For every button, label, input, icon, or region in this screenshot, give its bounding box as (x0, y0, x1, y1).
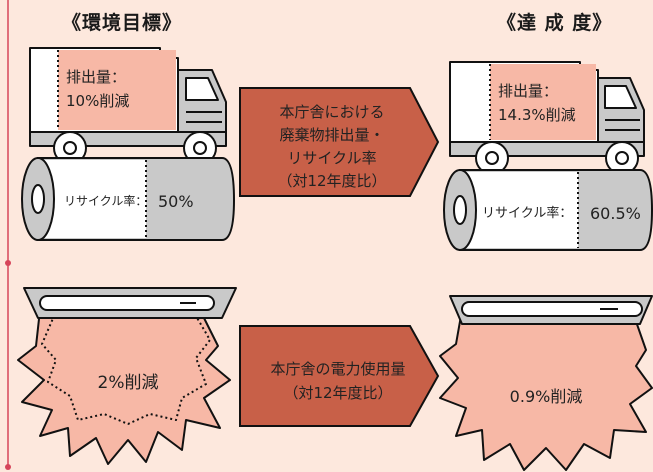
frame-line (5, 0, 11, 470)
paper-roll-target-icon (21, 157, 236, 241)
electricity-arrow-line2: （対12年度比） (283, 384, 392, 402)
paper-roll-achieved-icon (443, 169, 653, 251)
waste-arrow-line2: 廃棄物排出量・ (279, 126, 384, 144)
achieved-emission-label: 排出量： (498, 82, 558, 100)
truck-achieved-icon (449, 61, 645, 175)
target-electricity-value: 2%削減 (98, 373, 159, 393)
target-emission-label: 排出量： (66, 68, 126, 86)
achievement-heading: 《達 成 度》 (497, 12, 613, 34)
electricity-arrow (239, 325, 440, 427)
target-heading: 《環境目標》 (62, 12, 183, 34)
target-emission-value: 10%削減 (66, 92, 129, 110)
achieved-recycle-label: リサイクル率： (482, 205, 572, 221)
target-recycle-label: リサイクル率： (64, 193, 147, 208)
target-recycle-value: 50% (158, 192, 194, 211)
waste-arrow-line4: （対12年度比） (277, 172, 386, 190)
truck-target-icon (29, 47, 227, 165)
achieved-electricity-value: 0.9%削減 (510, 387, 583, 406)
waste-arrow-line1: 本庁舎における (279, 103, 384, 121)
waste-arrow-line3: リサイクル率 (287, 149, 376, 167)
light-burst-achieved-icon (439, 295, 653, 471)
achieved-recycle-value: 60.5% (590, 204, 641, 223)
electricity-arrow-line1: 本庁舎の電力使用量 (270, 360, 405, 378)
light-burst-target-icon (17, 287, 237, 465)
waste-arrow (239, 87, 440, 197)
achieved-emission-value: 14.3%削減 (498, 106, 576, 124)
